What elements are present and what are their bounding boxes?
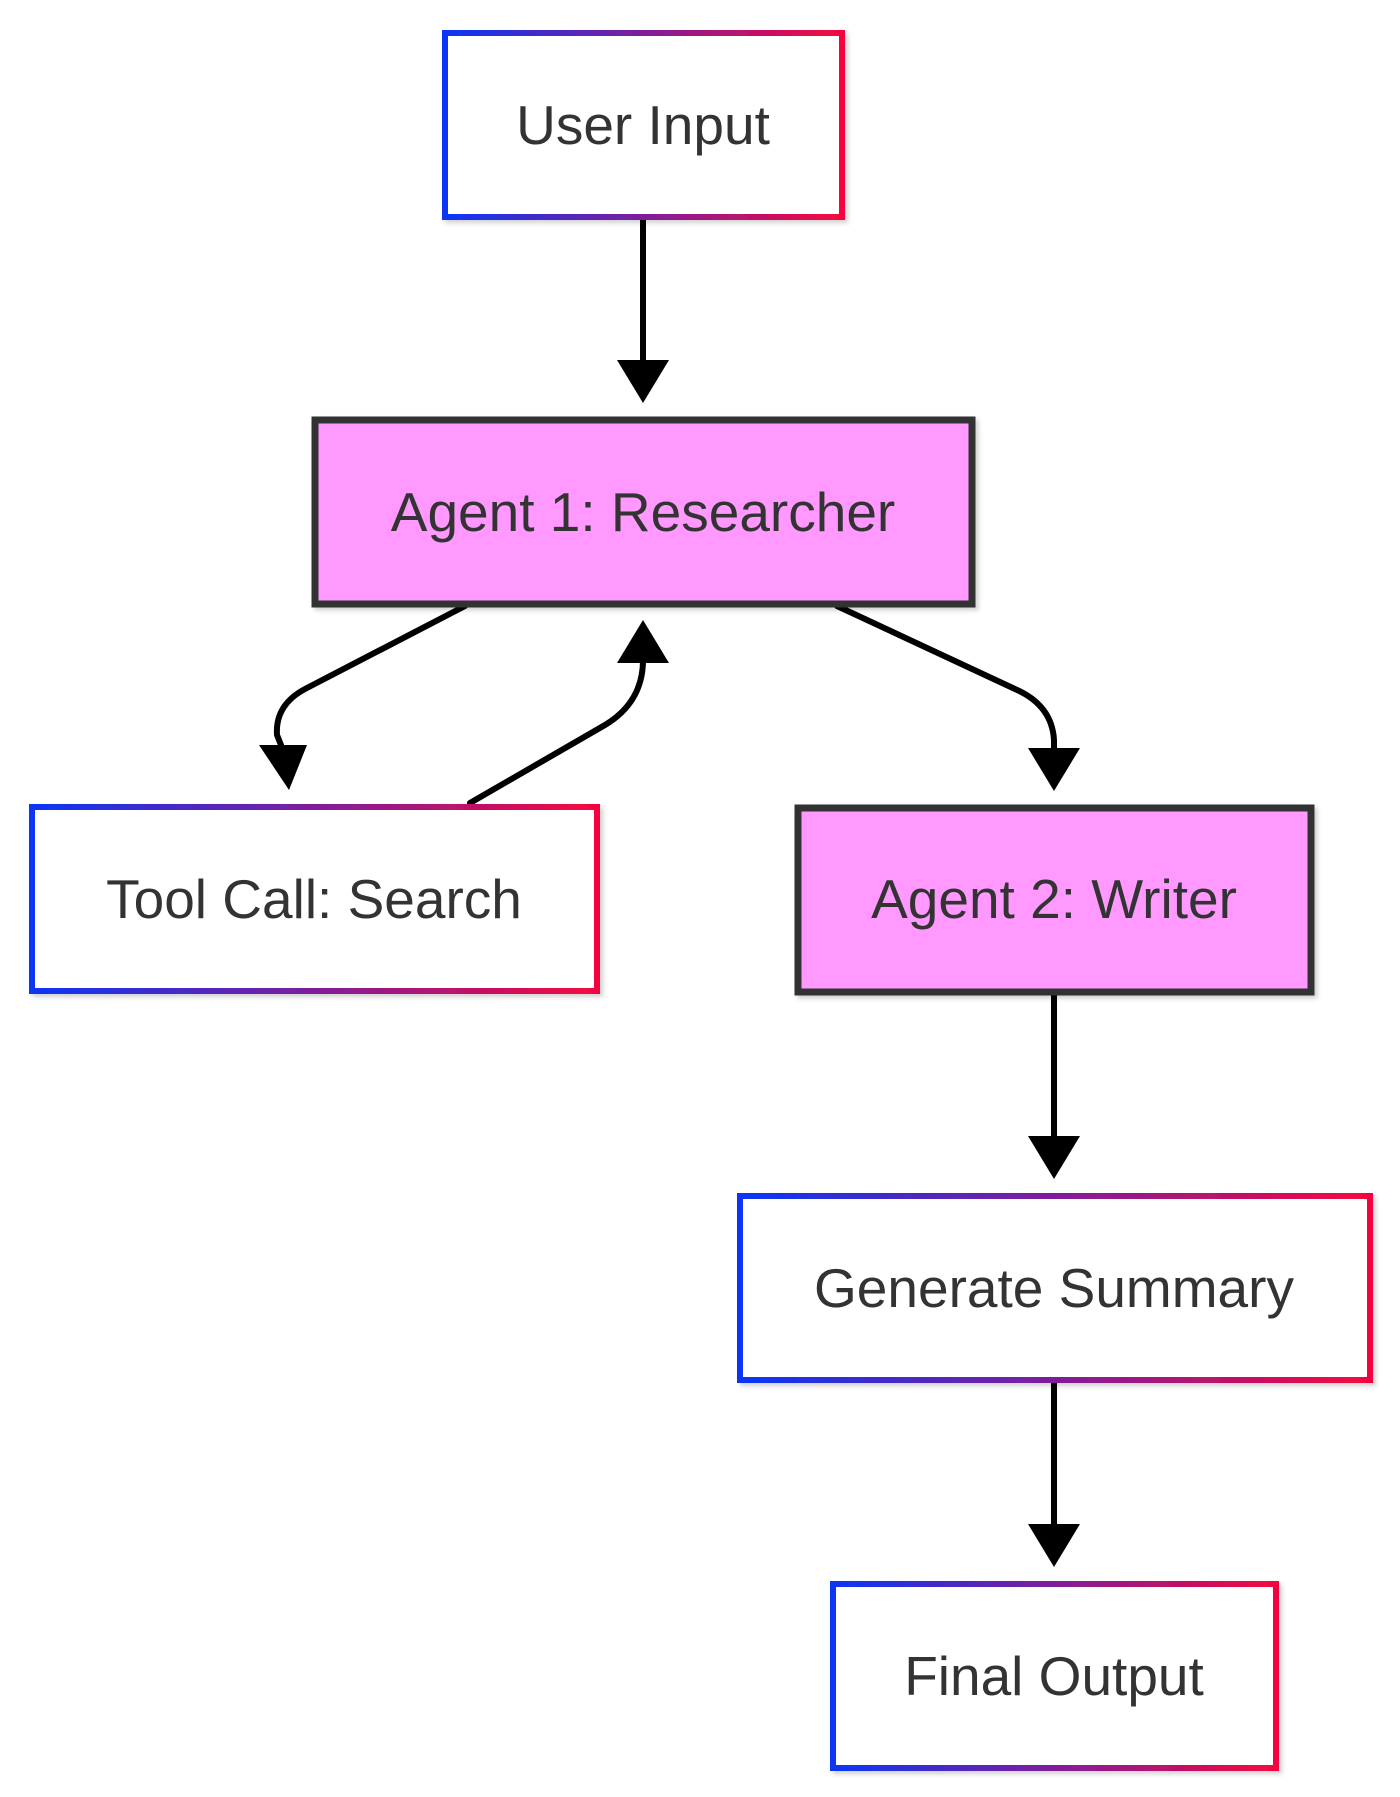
edge-researcher-to-tool-call <box>259 603 468 790</box>
arrowhead-icon <box>617 360 669 403</box>
node-agent-writer[interactable]: Agent 2: Writer <box>794 804 1315 996</box>
node-label: User Input <box>516 94 770 156</box>
arrowhead-icon <box>1028 1136 1080 1179</box>
arrowhead-icon <box>617 620 669 663</box>
node-agent-researcher[interactable]: Agent 1: Researcher <box>311 416 976 608</box>
edge-generate-summary-to-final-output <box>1028 1379 1080 1567</box>
node-generate-summary[interactable]: Generate Summary <box>737 1193 1373 1383</box>
node-tool-call-search[interactable]: Tool Call: Search <box>29 804 600 994</box>
node-label: Tool Call: Search <box>106 868 522 930</box>
arrowhead-icon <box>1028 748 1080 791</box>
arrowhead-icon <box>259 745 307 790</box>
node-user-input[interactable]: User Input <box>442 30 845 220</box>
edge-user-input-to-researcher <box>617 215 669 403</box>
node-label: Agent 2: Writer <box>871 868 1237 930</box>
node-label: Generate Summary <box>814 1257 1294 1319</box>
node-label: Agent 1: Researcher <box>391 481 895 543</box>
nodes: User Input Agent 1: Researcher Tool Call… <box>29 30 1373 1771</box>
node-final-output[interactable]: Final Output <box>830 1581 1279 1771</box>
edge-researcher-to-writer <box>834 603 1080 791</box>
edge-writer-to-generate-summary <box>1028 991 1080 1179</box>
edges <box>259 215 1080 1567</box>
node-label: Final Output <box>904 1645 1204 1707</box>
arrowhead-icon <box>1028 1524 1080 1567</box>
edge-tool-call-to-researcher <box>467 620 669 806</box>
